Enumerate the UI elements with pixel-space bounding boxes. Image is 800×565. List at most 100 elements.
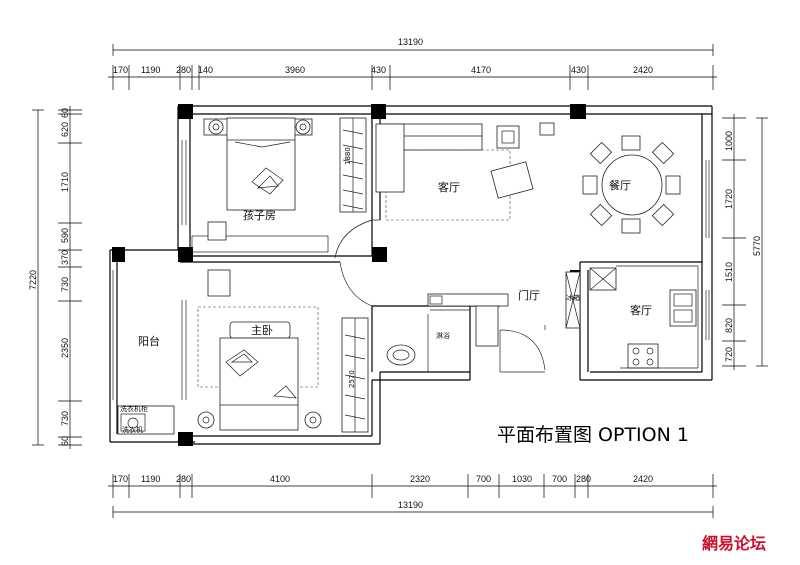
dim-left-5: 370 <box>60 250 70 265</box>
left-dimension-chain: 60 620 1710 590 370 730 2350 730 60 <box>58 106 82 449</box>
left-dimension-total: 7220 <box>28 109 44 446</box>
dim-top-9: 2420 <box>633 65 653 75</box>
bedside-lamp-left <box>197 411 215 429</box>
room-label-child: 孩子房 <box>243 209 276 222</box>
dim-bottom-7: 1030 <box>512 474 532 484</box>
dim-left-2: 620 <box>60 122 70 137</box>
desk-chair <box>207 221 227 241</box>
foyer: 门厅 <box>518 271 581 329</box>
lamp-left <box>208 119 224 135</box>
dim-bottom-10: 2420 <box>633 474 653 484</box>
dim-top-6: 430 <box>371 65 386 75</box>
doors <box>334 219 546 373</box>
label-fridge: 冰箱 <box>566 293 580 302</box>
room-label-dining: 餐厅 <box>609 178 631 192</box>
toilet-area <box>475 305 499 347</box>
dim-bottom-9: 280 <box>576 474 591 484</box>
watermark-logo: 網易论坛 <box>702 534 766 553</box>
top-dimension-chain: 170 1190 280 140 3960 430 4170 430 2420 <box>108 65 717 90</box>
dim-bottom-total: 13190 <box>398 500 423 510</box>
laundry-cabinet <box>117 405 175 435</box>
child-bed <box>226 117 296 211</box>
dim-bottom-2: 1190 <box>141 474 160 484</box>
label-laundry-cabinet: 洗衣机柜 <box>120 404 148 413</box>
dining-chair <box>589 203 613 227</box>
dim-top-2: 1190 <box>141 65 160 75</box>
dining-chair <box>651 141 675 165</box>
right-dimension-chain: 1000 1720 1510 820 720 <box>722 114 746 370</box>
dim-left-3: 1710 <box>60 172 70 192</box>
dim-top-4: 140 <box>198 65 213 75</box>
lamp-right <box>295 119 311 135</box>
child-room: 1880 孩子房 <box>191 117 367 253</box>
room-label-balcony: 阳台 <box>138 334 160 348</box>
child-desk <box>191 235 329 253</box>
top-dimension-total: 13190 <box>112 37 714 56</box>
exterior-walls <box>109 105 713 445</box>
right-dimension-total: 5770 <box>752 117 768 367</box>
dim-top-5: 3960 <box>285 65 305 75</box>
dim-left-9: 60 <box>60 436 70 446</box>
vanity-counter <box>427 293 509 307</box>
dining-chair <box>621 135 641 151</box>
stove <box>627 343 659 369</box>
wardrobe-bottom-dim: 2570 <box>348 370 356 388</box>
dim-bottom-4: 4100 <box>270 474 290 484</box>
dining-chair <box>665 175 681 195</box>
sofa-chaise <box>375 123 405 193</box>
master-chair <box>207 269 231 297</box>
bedside-lamp-right <box>304 411 322 429</box>
dining-chair <box>582 175 598 195</box>
room-label-living: 客厅 <box>438 180 460 194</box>
room-label-foyer: 门厅 <box>518 288 540 302</box>
dim-bottom-1: 170 <box>113 474 128 484</box>
washer <box>120 413 146 432</box>
dim-top-8: 430 <box>571 65 586 75</box>
label-washer: 洗衣机 <box>122 425 143 434</box>
dim-left-1: 60 <box>60 108 70 118</box>
plan-title: 平面布置图 OPTION 1 <box>497 424 689 446</box>
dining-chair <box>621 218 641 234</box>
dim-bottom-5: 2320 <box>410 474 430 484</box>
dim-top-7: 4170 <box>471 65 491 75</box>
dim-left-total: 7220 <box>28 270 38 290</box>
room-label-kitchen-guest: 客厅 <box>630 303 652 317</box>
label-shower: 淋浴 <box>436 331 450 340</box>
dim-right-5: 720 <box>724 347 734 362</box>
balcony: 阳台 洗衣机柜 洗衣机 <box>117 334 175 435</box>
dining-chair <box>589 141 613 165</box>
plant <box>539 122 555 136</box>
room-label-master: 主卧 <box>251 324 273 337</box>
dim-bottom-3: 280 <box>176 474 191 484</box>
bottom-dimension-chain: 170 1190 280 4100 2320 700 1030 700 280 … <box>108 474 717 498</box>
windows <box>112 140 710 400</box>
kitchen: 客厅 冰箱 <box>566 265 699 369</box>
dim-right-2: 1720 <box>724 189 734 209</box>
dining-room: 餐厅 <box>582 135 681 234</box>
dim-left-6: 730 <box>60 277 70 292</box>
dim-bottom-6: 700 <box>476 474 491 484</box>
dim-left-7: 2350 <box>60 338 70 358</box>
dim-top-3: 280 <box>176 65 191 75</box>
washbasin <box>386 344 416 366</box>
armchair <box>490 161 534 199</box>
dim-right-4: 820 <box>724 318 734 333</box>
dim-right-3: 1510 <box>724 262 734 282</box>
dim-bottom-8: 700 <box>552 474 567 484</box>
side-table <box>496 125 520 149</box>
living-room: 客厅 <box>375 122 555 221</box>
dining-table <box>601 154 663 216</box>
master-bed <box>219 337 299 431</box>
dining-chair <box>651 203 675 227</box>
dim-right-total: 5770 <box>752 236 762 256</box>
bottom-dimension-total: 13190 <box>112 500 714 518</box>
dim-left-8: 730 <box>60 411 70 426</box>
dim-left-4: 590 <box>60 228 70 243</box>
structural-columns <box>112 104 586 446</box>
dim-top-total: 13190 <box>398 37 423 47</box>
wardrobe-top-dim: 1880 <box>344 147 352 165</box>
dim-right-1: 1000 <box>724 131 734 151</box>
bathroom: 淋浴 <box>386 293 509 372</box>
dim-top-1: 170 <box>113 65 128 75</box>
